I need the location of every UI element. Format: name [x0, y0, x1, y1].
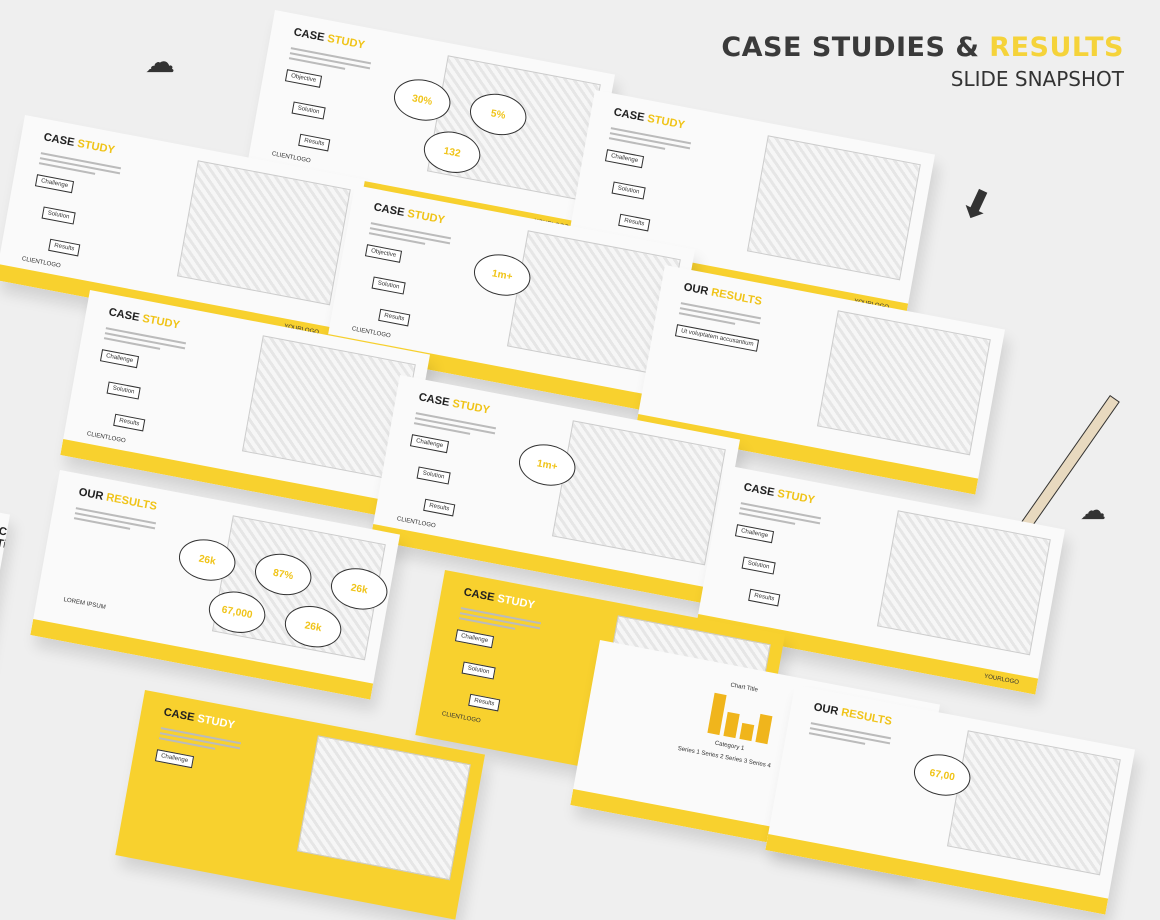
- title-word: CASE: [107, 306, 144, 325]
- sketch-illustration: [877, 510, 1051, 655]
- title-accent: STUDY: [196, 712, 236, 732]
- sketch-illustration: [747, 135, 921, 280]
- label-box: Challenge: [734, 524, 775, 544]
- sketch-illustration: [297, 735, 471, 880]
- title-word: CASE: [42, 131, 79, 150]
- subtitle: SLIDE SNAPSHOT: [950, 67, 1124, 91]
- title-accent: RESULTS: [105, 491, 158, 514]
- label-box: Solution: [41, 206, 76, 225]
- client-logo: CLIENTLOGO: [351, 326, 392, 340]
- title-accent: STUDY: [776, 487, 816, 507]
- label-box: Results: [618, 213, 651, 232]
- title-accent: STUDY: [406, 207, 446, 227]
- title-accent: STUDY: [496, 592, 536, 612]
- label-box: Challenge: [454, 629, 495, 649]
- sketch-illustration: [947, 730, 1121, 875]
- label-box: Solution: [106, 381, 141, 400]
- client-logo: CLIENTLOGO: [396, 516, 437, 530]
- label-box: Challenge: [99, 349, 140, 369]
- label-box: Objective: [364, 244, 403, 263]
- title-accent: RESULTS: [710, 286, 763, 309]
- label-box: Solution: [741, 556, 776, 575]
- main-title: CASE STUDIES & RESULTS: [721, 32, 1124, 63]
- arrow-machine-icon: ⬋: [953, 176, 1001, 230]
- client-logo: CLIENTLOGO: [441, 711, 482, 725]
- sketch-illustration: [177, 160, 351, 305]
- cloud-icon: ☁: [1080, 495, 1106, 525]
- title-word: CASE: [742, 481, 779, 500]
- sketch-illustration: [552, 420, 726, 565]
- cloud-icon: ☁: [145, 46, 175, 79]
- label-box: Solution: [291, 101, 326, 120]
- label-box: Challenge: [34, 174, 75, 194]
- chart-title: Chart Title: [729, 682, 759, 694]
- label-box: Results: [423, 498, 456, 517]
- label-box: Results: [378, 308, 411, 327]
- title-word: CASE: [612, 106, 649, 125]
- title-accent: STUDY: [141, 312, 181, 332]
- label-box: Challenge: [154, 749, 195, 769]
- title-word: CASE: [292, 26, 329, 45]
- title-word: OUR: [812, 701, 843, 719]
- title-word: CASE: [162, 706, 199, 725]
- title-word: OUR: [77, 486, 108, 504]
- title-word: OUR: [682, 281, 713, 299]
- title-word: CASE: [417, 391, 454, 410]
- chart-bar: [755, 713, 773, 745]
- label-box: Results: [748, 588, 781, 607]
- client-logo: CLIENTLOGO: [21, 256, 62, 270]
- client-logo: CLIENTLOGO: [86, 431, 127, 445]
- label-box: Results: [113, 413, 146, 432]
- label-box: Results: [48, 238, 81, 257]
- label-box: Challenge: [409, 434, 450, 454]
- title-accent: STUDY: [76, 137, 116, 157]
- label-box: Results: [298, 133, 331, 152]
- label-box: Solution: [611, 181, 646, 200]
- label-box: Solution: [371, 276, 406, 295]
- label-box: Objective: [284, 69, 323, 88]
- lorem-label: LOREM IPSUM: [62, 596, 107, 611]
- title-accent: RESULTS: [840, 706, 893, 729]
- title-accent: STUDY: [646, 112, 686, 132]
- partial-chart-slide[interactable]: Chart Title: [0, 450, 10, 680]
- title-accent: STUDY: [451, 397, 491, 417]
- label-box: Challenge: [604, 149, 645, 169]
- label-box: Solution: [461, 661, 496, 680]
- sketch-illustration: [817, 310, 991, 455]
- chart-title: Chart Title: [0, 525, 10, 554]
- title-word: CASE: [372, 201, 409, 220]
- title-part-dark: CASE STUDIES &: [721, 32, 990, 63]
- chart-bar: [739, 722, 755, 742]
- label-box: Results: [468, 693, 501, 712]
- chart-bar: [723, 711, 740, 739]
- title-part-yellow: RESULTS: [989, 32, 1124, 63]
- title-word: CASE: [462, 586, 499, 605]
- heading: CASE STUDIES & RESULTS SLIDE SNAPSHOT: [721, 32, 1124, 91]
- title-accent: STUDY: [326, 32, 366, 52]
- label-box: Solution: [416, 466, 451, 485]
